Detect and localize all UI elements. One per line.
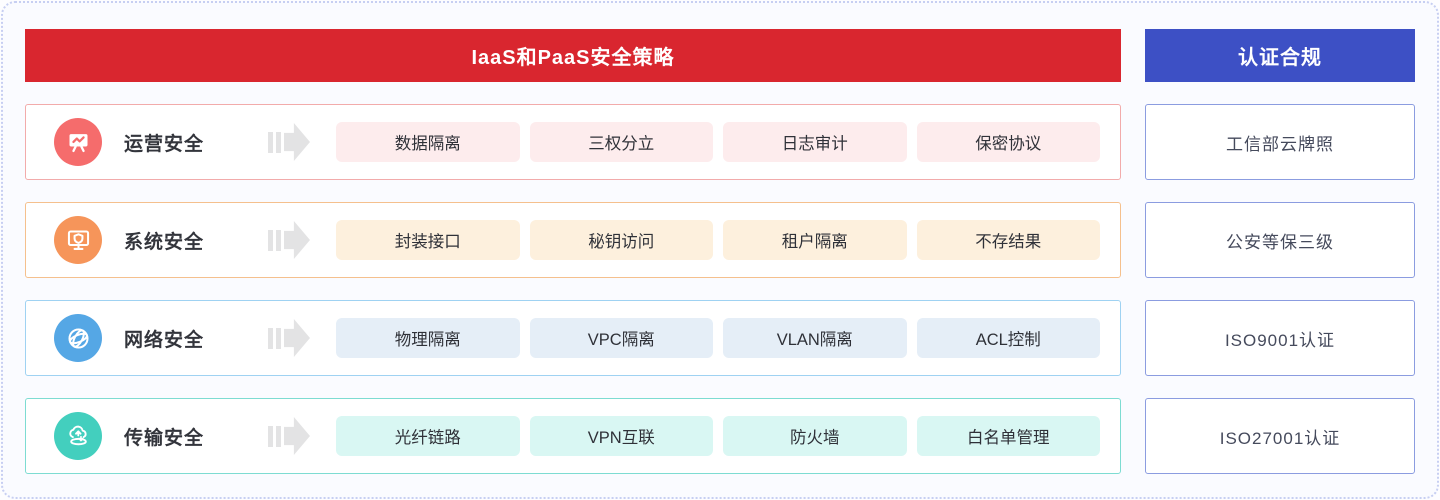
cloud-transfer-icon: [54, 412, 102, 460]
pill-item: 封装接口: [336, 220, 520, 260]
striped-arrow-icon: [268, 123, 310, 161]
cert-box-iso9001: ISO9001认证: [1145, 300, 1415, 376]
presentation-chart-icon: [54, 118, 102, 166]
monitor-shield-icon: [54, 216, 102, 264]
row-system-left: 系统安全: [54, 216, 260, 264]
pill-item: VPN互联: [529, 416, 713, 456]
globe-network-icon: [54, 314, 102, 362]
pill-item: VPC隔离: [529, 318, 713, 358]
row-operations-label: 运营安全: [124, 133, 205, 155]
pill-item: ACL控制: [916, 318, 1100, 358]
cert-box-miit-cloud-license: 工信部云牌照: [1145, 104, 1415, 180]
striped-arrow-icon: [268, 221, 310, 259]
row-network-left: 网络安全: [54, 314, 260, 362]
striped-arrow-icon: [268, 319, 310, 357]
pill-item: 三权分立: [529, 122, 713, 162]
row-system-label: 系统安全: [124, 231, 205, 253]
pill-item: 保密协议: [916, 122, 1100, 162]
pill-item: 白名单管理: [916, 416, 1100, 456]
row-system-pills: 封装接口 秘钥访问 租户隔离 不存结果: [336, 220, 1100, 260]
pill-item: 数据隔离: [336, 122, 520, 162]
pill-item: 光纤链路: [336, 416, 520, 456]
row-transport-security: 传输安全 光纤链路 VPN互联 防火墙 白名单管理: [25, 398, 1121, 474]
row-network-label: 网络安全: [124, 329, 205, 351]
row-transport-label: 传输安全: [124, 427, 205, 449]
pill-item: 秘钥访问: [529, 220, 713, 260]
strategy-header-banner: IaaS和PaaS安全策略: [25, 29, 1121, 82]
pill-item: 物理隔离: [336, 318, 520, 358]
row-transport-pills: 光纤链路 VPN互联 防火墙 白名单管理: [336, 416, 1100, 456]
pill-item: 租户隔离: [723, 220, 907, 260]
row-operations-pills: 数据隔离 三权分立 日志审计 保密协议: [336, 122, 1100, 162]
certification-header-banner: 认证合规: [1145, 29, 1415, 82]
pill-item: 日志审计: [723, 122, 907, 162]
row-transport-left: 传输安全: [54, 412, 260, 460]
strategy-column: IaaS和PaaS安全策略 运营安全 数据隔离: [25, 29, 1121, 474]
striped-arrow-icon: [268, 417, 310, 455]
cert-box-iso27001: ISO27001认证: [1145, 398, 1415, 474]
cert-box-mps-level3: 公安等保三级: [1145, 202, 1415, 278]
row-network-pills: 物理隔离 VPC隔离 VLAN隔离 ACL控制: [336, 318, 1100, 358]
pill-item: VLAN隔离: [723, 318, 907, 358]
certification-header-title: 认证合规: [1238, 47, 1322, 69]
certification-column: 认证合规 工信部云牌照 公安等保三级 ISO9001认证 ISO27001认证: [1145, 29, 1415, 474]
row-operations-left: 运营安全: [54, 118, 260, 166]
row-operations-security: 运营安全 数据隔离 三权分立 日志审计 保密协议: [25, 104, 1121, 180]
row-network-security: 网络安全 物理隔离 VPC隔离 VLAN隔离 ACL控制: [25, 300, 1121, 376]
strategy-header-title: IaaS和PaaS安全策略: [471, 47, 675, 69]
row-system-security: 系统安全 封装接口 秘钥访问 租户隔离 不存结果: [25, 202, 1121, 278]
pill-item: 防火墙: [723, 416, 907, 456]
pill-item: 不存结果: [916, 220, 1100, 260]
